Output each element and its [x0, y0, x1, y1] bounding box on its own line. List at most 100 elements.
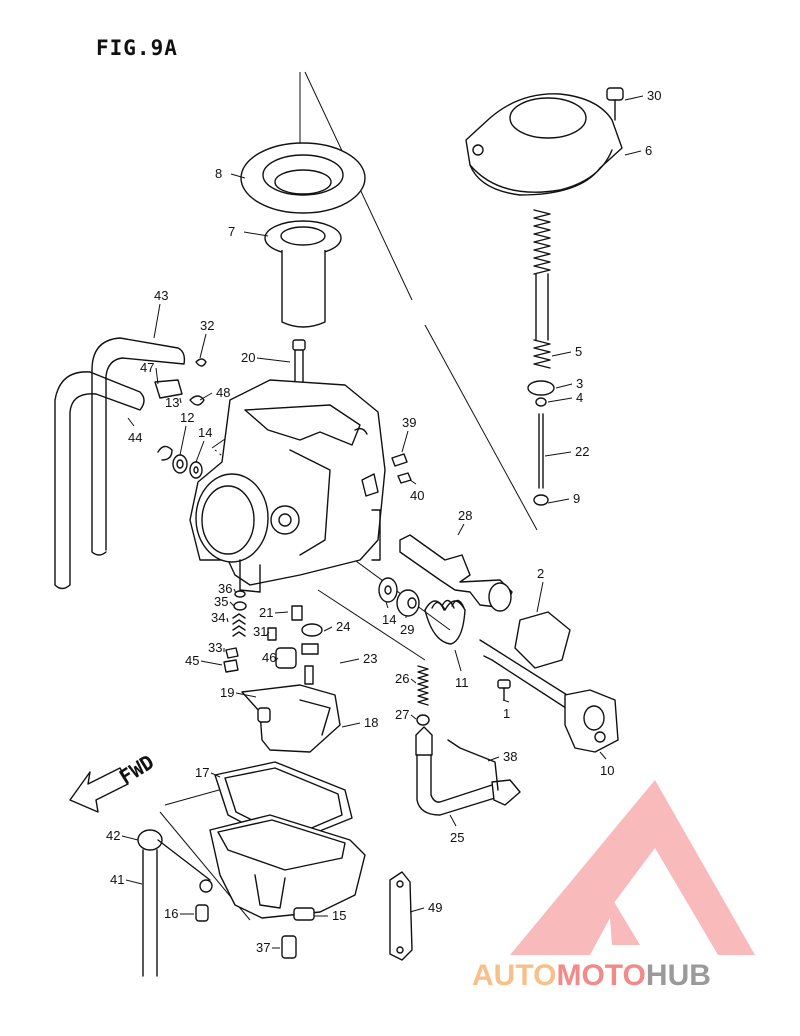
callout-part-4: 4 — [576, 390, 583, 405]
callout-leader-line — [125, 879, 143, 885]
callout-part-47: 47 — [140, 360, 154, 375]
callout-leader-line — [275, 657, 279, 661]
part-12-o-ring — [172, 454, 188, 474]
part-30-screw — [606, 87, 624, 121]
callout-part-1: 1 — [503, 706, 510, 721]
part-39-screw — [391, 453, 408, 467]
callout-leader-line — [544, 451, 572, 457]
callout-part-24: 24 — [336, 619, 350, 634]
callout-part-41: 41 — [110, 872, 124, 887]
callout-part-29: 29 — [400, 622, 414, 637]
watermark-part-2: HUB — [646, 959, 711, 992]
figure-title: FIG.9A — [96, 36, 178, 60]
callout-part-17: 17 — [195, 765, 209, 780]
callout-part-10: 10 — [600, 763, 614, 778]
callout-part-11: 11 — [455, 675, 469, 690]
callout-part-48: 48 — [216, 385, 230, 400]
callout-part-28: 28 — [458, 508, 472, 523]
part-14-washer-right — [378, 577, 398, 603]
callout-leader-line — [502, 699, 510, 703]
callout-leader-line — [339, 658, 360, 664]
callout-leader-line — [210, 772, 221, 778]
callout-leader-line — [555, 383, 573, 389]
part-26-spring — [417, 665, 429, 706]
forward-arrow-icon — [69, 767, 129, 813]
callout-part-16: 16 — [164, 906, 178, 921]
callout-part-39: 39 — [402, 415, 416, 430]
callout-part-32: 32 — [200, 318, 214, 333]
part-48-clip — [189, 395, 205, 406]
callout-part-30: 30 — [647, 88, 661, 103]
callout-leader-line — [624, 95, 644, 101]
callout-part-19: 19 — [220, 685, 234, 700]
part-1-screw — [497, 679, 511, 701]
part-23-main-jet — [301, 643, 319, 685]
callout-part-34: 34 — [211, 610, 225, 625]
callout-part-45: 45 — [185, 653, 199, 668]
callout-part-40: 40 — [410, 488, 424, 503]
part-46-jet-holder — [275, 647, 297, 669]
callout-part-22: 22 — [575, 444, 589, 459]
part-21-needle-jet — [291, 605, 303, 621]
callout-part-7: 7 — [228, 224, 235, 239]
callout-leader-line — [410, 714, 417, 720]
callout-leader-line — [449, 814, 457, 827]
part-43-hose — [91, 337, 186, 556]
part-3-spacer — [527, 380, 555, 396]
watermark-part-1: MOTO — [556, 959, 645, 992]
part-31-pilot-jet — [267, 627, 277, 641]
automotohub-logo-icon — [510, 780, 755, 955]
part-24-o-ring — [301, 623, 323, 637]
callout-leader-line — [457, 523, 465, 536]
part-9-washer — [533, 494, 549, 506]
float-bowl — [199, 814, 366, 919]
callout-part-36: 36 — [218, 581, 232, 596]
callout-leader-line — [243, 231, 269, 237]
callout-leader-line — [341, 722, 361, 728]
callout-leader-line — [230, 173, 246, 179]
part-4-clip — [535, 397, 547, 407]
callout-leader-line — [233, 588, 237, 594]
callout-part-14: 14 — [198, 425, 212, 440]
part-11-throttle-spring — [424, 599, 466, 645]
callout-leader-line — [200, 660, 223, 666]
part-14-washer-left — [189, 461, 203, 479]
callout-part-6: 6 — [645, 143, 652, 158]
part-41-drain-hose — [142, 839, 211, 977]
callout-leader-line — [153, 303, 161, 339]
carburetor-body — [189, 379, 386, 593]
part-10-throttle-shaft — [479, 639, 619, 753]
part-27-washer — [416, 714, 430, 726]
callout-part-27: 27 — [395, 707, 409, 722]
part-36-washer — [234, 590, 246, 598]
part-35-o-ring — [233, 601, 247, 611]
callout-leader-line — [121, 835, 139, 841]
callout-leader-line — [274, 611, 289, 614]
callout-part-31: 31 — [253, 624, 267, 639]
callout-leader-line — [226, 617, 229, 623]
callout-part-43: 43 — [154, 288, 168, 303]
callout-part-37: 37 — [256, 940, 270, 955]
callout-leader-line — [536, 581, 544, 613]
part-49-bracket — [389, 871, 413, 961]
callout-leader-line — [179, 425, 187, 456]
callout-part-25: 25 — [450, 830, 464, 845]
part-8-diaphragm — [240, 142, 366, 214]
callout-leader-line — [551, 351, 572, 357]
callout-part-15: 15 — [332, 908, 346, 923]
callout-leader-line — [409, 907, 425, 913]
part-6-carb-top-cover — [465, 93, 623, 196]
callout-part-38: 38 — [503, 749, 517, 764]
callout-leader-line — [195, 440, 205, 463]
part-37-screw — [281, 935, 297, 959]
callout-part-44: 44 — [128, 430, 142, 445]
part-29-collar — [396, 589, 420, 617]
callout-leader-line — [199, 392, 213, 401]
callout-part-9: 9 — [573, 491, 580, 506]
part-33-spring — [225, 647, 239, 659]
callout-part-26: 26 — [395, 671, 409, 686]
part-32-clip — [195, 358, 207, 367]
part-5-piston-spring — [533, 209, 551, 369]
